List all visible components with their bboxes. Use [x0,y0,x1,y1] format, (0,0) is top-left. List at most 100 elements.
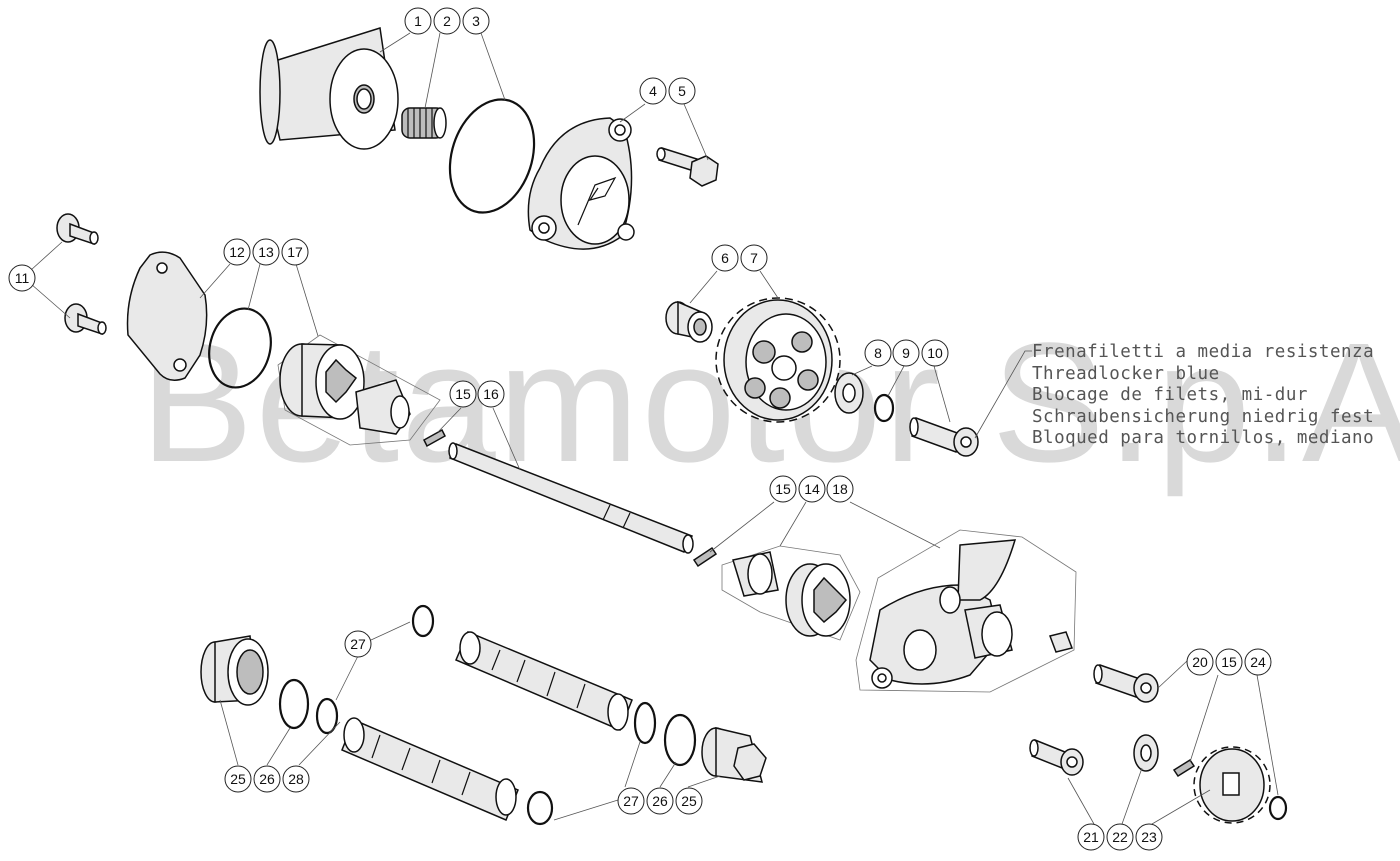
svg-text:11: 11 [15,270,30,286]
callout-27-bottom: 27 [617,787,645,815]
callout-3: 3 [462,7,490,35]
svg-text:14: 14 [804,481,820,497]
svg-text:25: 25 [230,771,246,787]
svg-text:20: 20 [1192,654,1208,670]
note-line-german: Schraubensicherung niedrig fest [1032,406,1375,427]
svg-text:24: 24 [1250,654,1266,670]
svg-text:15: 15 [1221,654,1237,670]
svg-text:4: 4 [649,83,657,99]
callout-21: 21 [1077,823,1105,851]
part-circlip-9 [873,393,895,423]
callout-16: 16 [477,380,505,408]
svg-text:10: 10 [927,345,943,361]
part-pump-housing-18 [855,529,1077,693]
part-o-ring-13 [208,307,272,389]
part-oil-filter [259,27,399,150]
svg-text:27: 27 [623,793,639,809]
svg-text:6: 6 [721,250,729,266]
callout-24: 24 [1244,648,1272,676]
callout-15-rotor: 15 [769,475,797,503]
callout-9: 9 [892,339,920,367]
svg-text:26: 26 [259,771,275,787]
callout-12: 12 [223,238,251,266]
part-o-ring-28 [315,697,339,735]
part-pump-rotors-14 [721,545,861,641]
callout-23: 23 [1135,823,1163,851]
part-filter-screen-upper [455,631,633,731]
callout-6: 6 [711,244,739,272]
callout-15-sprocket: 15 [1215,648,1243,676]
svg-text:15: 15 [455,386,471,402]
callout-5: 5 [668,77,696,105]
part-oil-pump-17 [277,334,441,446]
part-pin-15a [423,428,446,448]
callout-15-shaft: 15 [449,380,477,408]
part-o-ring-filter [448,98,536,214]
svg-text:15: 15 [775,481,791,497]
part-o-ring-26b [663,713,697,767]
svg-text:26: 26 [652,793,668,809]
part-plug-25b [701,727,767,783]
svg-text:21: 21 [1083,829,1099,845]
svg-text:25: 25 [681,793,697,809]
callout-25-right: 25 [675,787,703,815]
part-filter-cover [527,117,635,250]
svg-text:8: 8 [874,345,882,361]
part-bushing [665,300,713,343]
note-line-spanish: Bloqued para tornillos, mediano [1032,428,1375,449]
callout-7: 7 [740,244,768,272]
part-o-ring-27b [526,701,657,826]
part-pump-shaft [448,442,694,554]
callout-27-top: 27 [344,630,372,658]
part-filter-screen-lower [341,717,519,821]
part-pump-gear [715,297,841,423]
svg-text:12: 12 [229,244,245,260]
part-o-ring-27a [411,604,435,638]
part-plug-25a [200,635,269,706]
callout-20: 20 [1186,648,1214,676]
part-washer-8 [834,372,864,414]
svg-text:2: 2 [443,13,451,29]
leader-lines [30,32,1279,825]
callout-17: 17 [281,238,309,266]
part-sprocket-23 [1193,746,1271,824]
svg-text:27: 27 [350,636,366,652]
part-spring [401,107,447,139]
part-cover-plate [126,251,208,381]
callout-28: 28 [282,765,310,793]
callout-10: 10 [921,339,949,367]
callout-2: 2 [433,7,461,35]
part-cover-bolt [656,147,719,187]
callout-1: 1 [404,7,432,35]
threadlocker-note: Frenafiletti a media resistenza Threadlo… [1032,342,1374,450]
part-pin-15b [692,546,718,568]
svg-text:7: 7 [750,250,758,266]
svg-text:13: 13 [258,244,274,260]
callout-26-right: 26 [646,787,674,815]
note-line-french: Blocage de filets, mi-dur [1032,385,1308,406]
callout-4: 4 [639,77,667,105]
part-circlip-24 [1268,795,1288,821]
callout-14: 14 [798,475,826,503]
note-line-english: Threadlocker blue [1032,363,1220,384]
part-screws-11 [56,213,107,336]
part-bolt-20 [1093,664,1159,703]
svg-text:18: 18 [832,481,848,497]
callout-11: 11 [8,264,36,292]
svg-text:3: 3 [472,13,480,29]
callout-13: 13 [252,238,280,266]
part-pin-15c [1172,758,1196,778]
svg-text:5: 5 [678,83,686,99]
callout-22: 22 [1106,823,1134,851]
svg-text:23: 23 [1141,829,1157,845]
callout-8: 8 [864,339,892,367]
svg-text:28: 28 [288,771,304,787]
svg-text:17: 17 [287,244,303,260]
svg-text:9: 9 [902,345,910,361]
note-line-italian: Frenafiletti a media resistenza [1032,342,1375,362]
part-o-ring-26a [278,678,310,730]
part-washer-22 [1133,734,1159,772]
callout-26-left: 26 [253,765,281,793]
